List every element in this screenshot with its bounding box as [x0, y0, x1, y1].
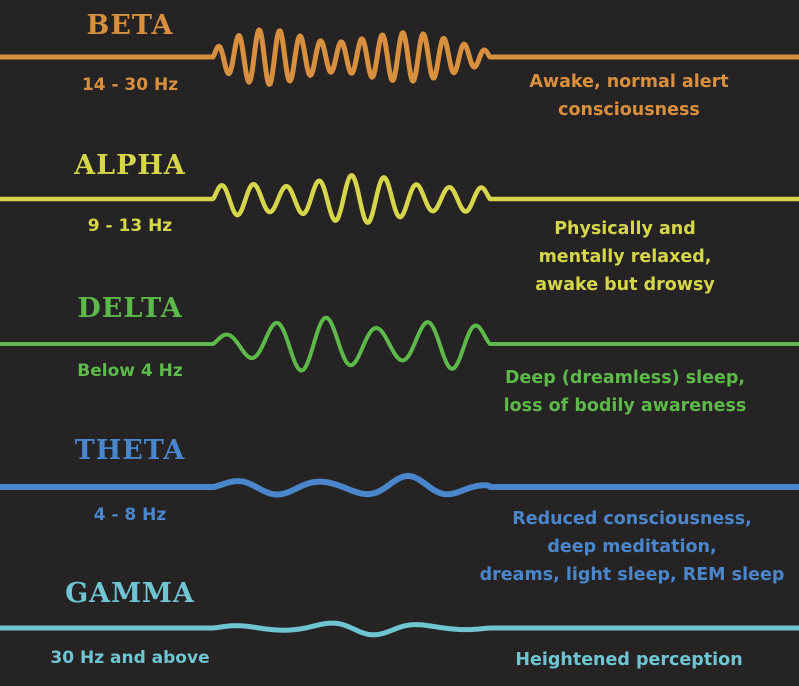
- delta-frequency: Below 4 Hz: [77, 361, 183, 381]
- delta-wave-line: [0, 315, 799, 373]
- beta-frequency: 14 - 30 Hz: [81, 75, 179, 95]
- gamma-title: GAMMA: [65, 578, 195, 609]
- alpha-description-line: mentally relaxed,: [538, 247, 712, 267]
- theta-description-line: Reduced consciousness,: [512, 509, 752, 529]
- alpha-wave-line: [0, 173, 799, 225]
- gamma-wave-line: [0, 620, 799, 638]
- alpha-frequency: 9 - 13 Hz: [87, 216, 173, 236]
- beta-description-line: consciousness: [558, 100, 700, 120]
- theta-description-line: deep meditation,: [547, 537, 717, 557]
- theta-wave-line: [0, 473, 799, 498]
- alpha-title: ALPHA: [74, 150, 186, 181]
- alpha-description: Physically and mentally relaxed, awake b…: [460, 215, 790, 299]
- beta-description: Awake, normal alert consciousness: [464, 68, 794, 124]
- beta-description-line: Awake, normal alert: [529, 72, 729, 92]
- theta-description: Reduced consciousness, deep meditation, …: [462, 505, 799, 589]
- alpha-description-line: Physically and: [554, 219, 696, 239]
- gamma-description-line: Heightened perception: [515, 650, 743, 670]
- beta-wave-line: [0, 27, 799, 87]
- theta-frequency: 4 - 8 Hz: [93, 505, 167, 525]
- alpha-description-line: awake but drowsy: [535, 275, 715, 295]
- delta-description-line: loss of bodily awareness: [503, 396, 747, 416]
- delta-description-line: Deep (dreamless) sleep,: [504, 368, 746, 388]
- gamma-description: Heightened perception: [464, 646, 794, 674]
- delta-title: DELTA: [77, 293, 183, 324]
- theta-description-line: dreams, light sleep, REM sleep: [479, 565, 785, 585]
- theta-title: THETA: [74, 435, 186, 466]
- gamma-frequency: 30 Hz and above: [50, 648, 210, 668]
- delta-description: Deep (dreamless) sleep, loss of bodily a…: [460, 364, 790, 420]
- beta-title: BETA: [86, 10, 174, 41]
